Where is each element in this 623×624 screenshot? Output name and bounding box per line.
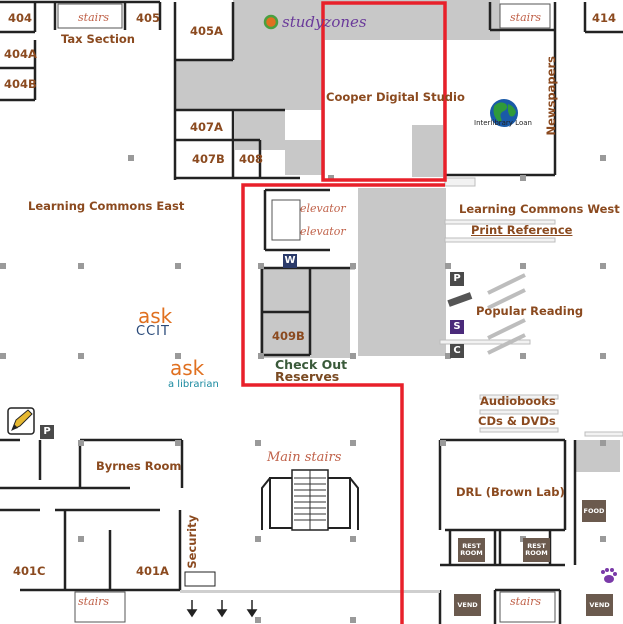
drl-brown-lab-label: DRL (Brown Lab): [456, 485, 565, 499]
interlibrary-loan-label: Interlibrary Loan: [474, 119, 532, 127]
ask-librarian-top: ask: [170, 356, 205, 380]
stairs-label-bottom-left: stairs: [78, 595, 110, 608]
food-box: FOOD: [582, 500, 606, 522]
room-404b-label: 404B: [4, 77, 37, 91]
stairs-label-top-right: stairs: [510, 11, 542, 24]
main-stairs-label: Main stairs: [267, 450, 342, 465]
newspapers-label: Newspapers: [543, 56, 558, 136]
ask-librarian-bottom: a librarian: [168, 379, 219, 390]
room-405-label: 405: [136, 11, 161, 25]
learning-commons-east-label: Learning Commons East: [28, 199, 185, 213]
main-stairs-graphic: [261, 469, 359, 531]
stairs-label-top-left: stairs: [78, 11, 110, 24]
c-marker: C: [450, 344, 464, 358]
room-407b-label: 407B: [192, 152, 225, 166]
ask-ccit-bottom: CCIT: [136, 324, 170, 339]
p-marker-right: P: [450, 272, 464, 286]
vend-box-right: VEND: [586, 594, 613, 616]
learning-commons-west-label: Learning Commons West: [459, 202, 620, 216]
room-405a-label: 405A: [190, 24, 223, 38]
rest-room-box-right: REST ROOM: [523, 538, 550, 562]
room-407a-label: 407A: [190, 120, 223, 134]
room-401c-label: 401C: [13, 564, 46, 578]
audiobooks-label: Audiobooks: [480, 394, 556, 408]
security-label: Security: [185, 514, 200, 569]
room-404-label: 404: [8, 11, 33, 25]
stairs-label-bottom-right: stairs: [510, 595, 542, 608]
p-marker-left: P: [40, 425, 54, 439]
vend-box-left: VEND: [454, 594, 481, 616]
shelving: [439, 177, 623, 437]
reserves-label: Reserves: [275, 369, 340, 384]
room-414-label: 414: [592, 11, 617, 25]
cds-dvds-label: CDs & DVDs: [478, 414, 556, 428]
popular-reading-label: Popular Reading: [476, 304, 584, 318]
byrnes-room-label: Byrnes Room: [96, 459, 182, 473]
room-409b-label: 409B: [272, 329, 305, 343]
rest-room-box-left: REST ROOM: [458, 538, 485, 562]
check-out-label: Check Out: [275, 357, 348, 372]
ask-ccit-top: ask: [138, 304, 173, 328]
globe-icon: [490, 99, 518, 127]
room-401a-label: 401A: [136, 564, 169, 578]
print-reference-label: Print Reference: [471, 223, 573, 237]
elevator-label-1: elevator: [300, 202, 346, 215]
highlight-route: [241, 1, 447, 624]
elevator-label-2: elevator: [300, 225, 346, 238]
tax-section-label: Tax Section: [61, 32, 135, 46]
study-zones-icon: [263, 14, 279, 30]
cooper-digital-studio-label: Cooper Digital Studio: [326, 90, 465, 104]
s-marker: S: [450, 320, 464, 334]
w-marker: W: [283, 254, 297, 268]
room-408-label: 408: [239, 152, 264, 166]
tiger-paw-icon: [601, 568, 617, 583]
room-404a-label: 404A: [4, 47, 37, 61]
study-zones-label: studyzones: [282, 13, 367, 31]
columns: [0, 155, 606, 623]
pencil-icon: [7, 407, 35, 435]
